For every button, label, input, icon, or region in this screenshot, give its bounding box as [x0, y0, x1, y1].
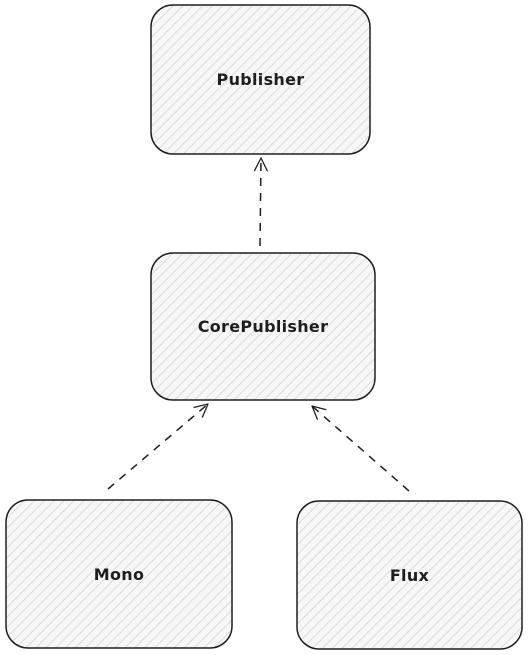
node-publisher-box[interactable]: [150, 4, 371, 155]
node-mono-box[interactable]: [5, 499, 233, 649]
node-flux-box[interactable]: [296, 500, 523, 650]
node-corepublisher-box[interactable]: [150, 252, 376, 401]
edge-mono-to-corepublisher: [107, 403, 209, 490]
edge-corepublisher-to-publisher: [253, 157, 268, 247]
edge-flux-to-corepublisher: [311, 405, 410, 492]
